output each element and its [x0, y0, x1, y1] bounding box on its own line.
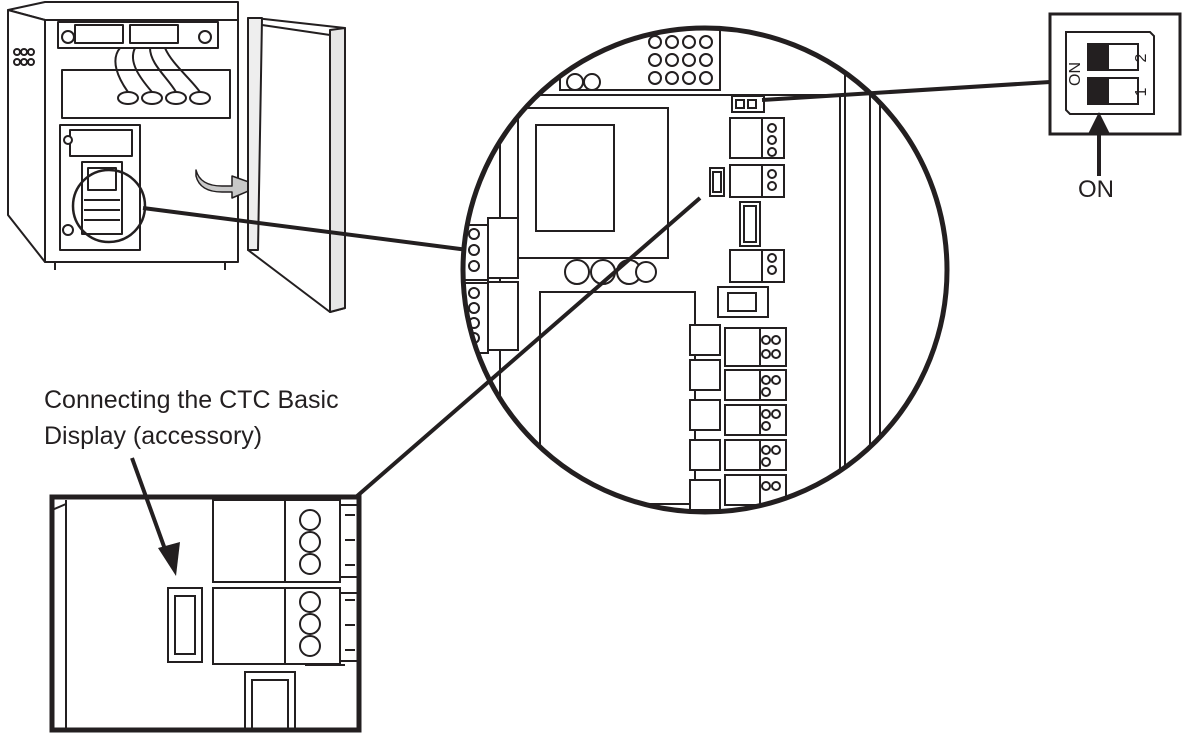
zoom-leader-line: [354, 196, 702, 499]
cabinet-top: [7, 1, 239, 21]
callout-text: Connecting the CTC Basic Display (access…: [44, 382, 339, 454]
callout-arrow-line: [130, 457, 168, 553]
rotate-arrow-icon: [195, 169, 261, 199]
callout-line-2: Display (accessory): [44, 422, 263, 450]
dip-switch-2-label: 2: [1133, 53, 1150, 62]
dip-switch-1-label: 1: [1133, 87, 1150, 96]
callout-arrow-icon: [158, 542, 180, 576]
on-arrow-label: ON: [1078, 176, 1114, 203]
front-panel: [247, 17, 346, 313]
callout-line-1: Connecting the CTC Basic: [44, 386, 339, 414]
up-arrow-icon: [1088, 112, 1110, 134]
magnified-board: [460, 25, 950, 515]
cabinet-side: [7, 9, 46, 263]
zoomed-port-inset: [49, 494, 362, 733]
dip-leader-line: [761, 80, 1051, 102]
heat-pump-unit: [7, 1, 261, 270]
detail-leader-line: [142, 206, 469, 252]
detail-marker: [71, 168, 147, 244]
dip-switch-inset: ON 2 1: [1048, 12, 1182, 176]
dip-on-text: ON: [1067, 62, 1084, 86]
